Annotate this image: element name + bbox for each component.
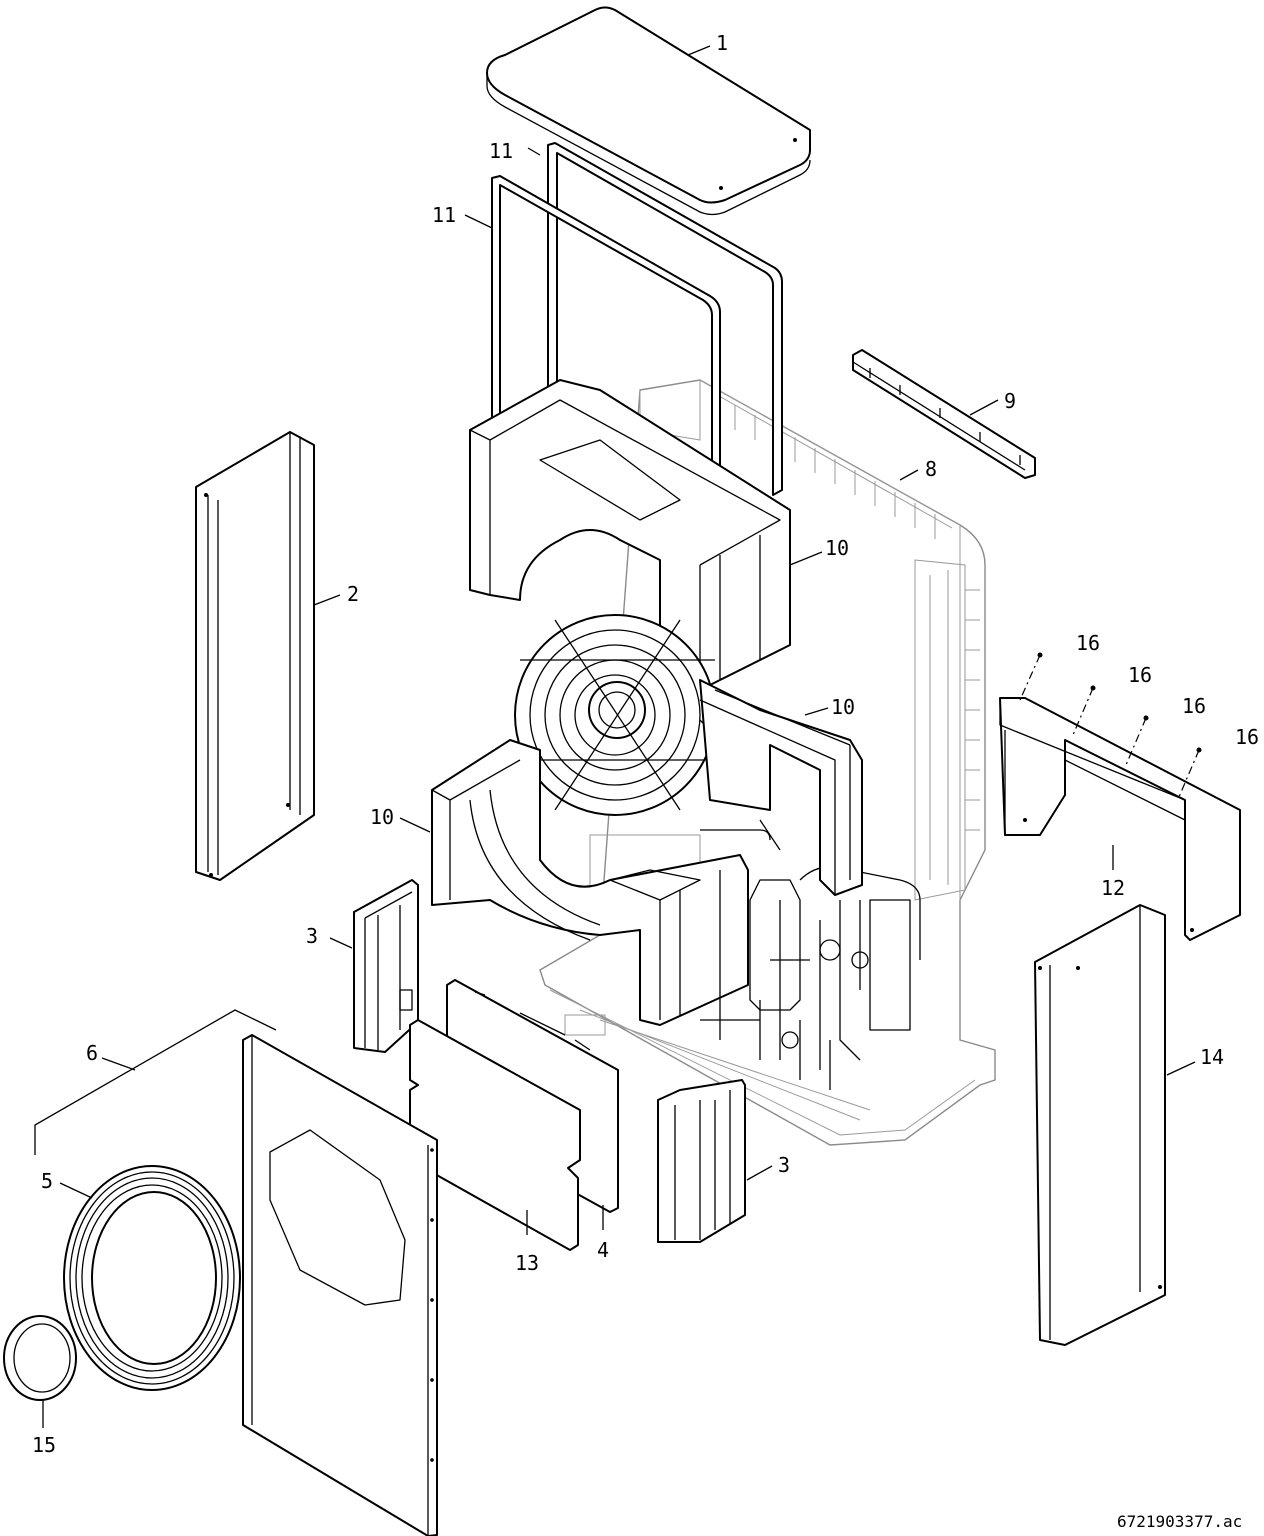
callout-16-a: 16	[1076, 631, 1100, 655]
left-side-panel	[195, 431, 315, 881]
callout-11-front: 11	[432, 203, 456, 227]
round-cap	[3, 1315, 77, 1401]
callout-8: 8	[925, 457, 937, 481]
right-side-panel	[1034, 904, 1166, 1346]
callout-3-left: 3	[306, 924, 318, 948]
callout-12: 12	[1101, 876, 1125, 900]
top-rail-bracket	[852, 349, 1036, 479]
callout-9: 9	[1004, 389, 1016, 413]
callout-16-d: 16	[1235, 725, 1259, 749]
corner-bracket-right	[657, 1079, 746, 1243]
compressor-piping-assembly	[700, 819, 921, 1090]
callout-16-b: 16	[1128, 663, 1152, 687]
fan-blade-guard	[514, 614, 733, 816]
callout-14: 14	[1200, 1045, 1224, 1069]
fan-shroud-lower	[431, 739, 749, 1026]
callout-10-middle: 10	[831, 695, 855, 719]
callout-4: 4	[597, 1238, 609, 1262]
document-id: 6721903377.ac	[1117, 1512, 1242, 1531]
fan-grille-ring	[63, 1165, 241, 1391]
callout-13: 13	[515, 1251, 539, 1275]
callout-15: 15	[32, 1433, 56, 1457]
front-panel	[242, 1034, 438, 1536]
guide-rail-rear	[547, 142, 783, 496]
callout-10-upper: 10	[825, 536, 849, 560]
callout-labels: 1 11 11 2 3 3 4 13 5 6 8 9 10 10 10 12 1…	[32, 31, 1259, 1457]
callout-6: 6	[86, 1041, 98, 1065]
fan-shroud-middle	[699, 679, 863, 896]
leader-lines	[34, 45, 1202, 1428]
corner-bracket-left	[353, 879, 419, 1053]
guide-rail-front	[491, 175, 721, 526]
callout-11-rear: 11	[489, 139, 513, 163]
callout-1: 1	[716, 31, 728, 55]
top-cover	[486, 6, 811, 216]
inner-panel-13	[409, 1019, 581, 1251]
callout-3-right: 3	[778, 1153, 790, 1177]
callout-5: 5	[41, 1169, 53, 1193]
callout-2: 2	[347, 582, 359, 606]
service-panel	[999, 697, 1241, 941]
callout-10-lower: 10	[370, 805, 394, 829]
callout-16-c: 16	[1182, 694, 1206, 718]
